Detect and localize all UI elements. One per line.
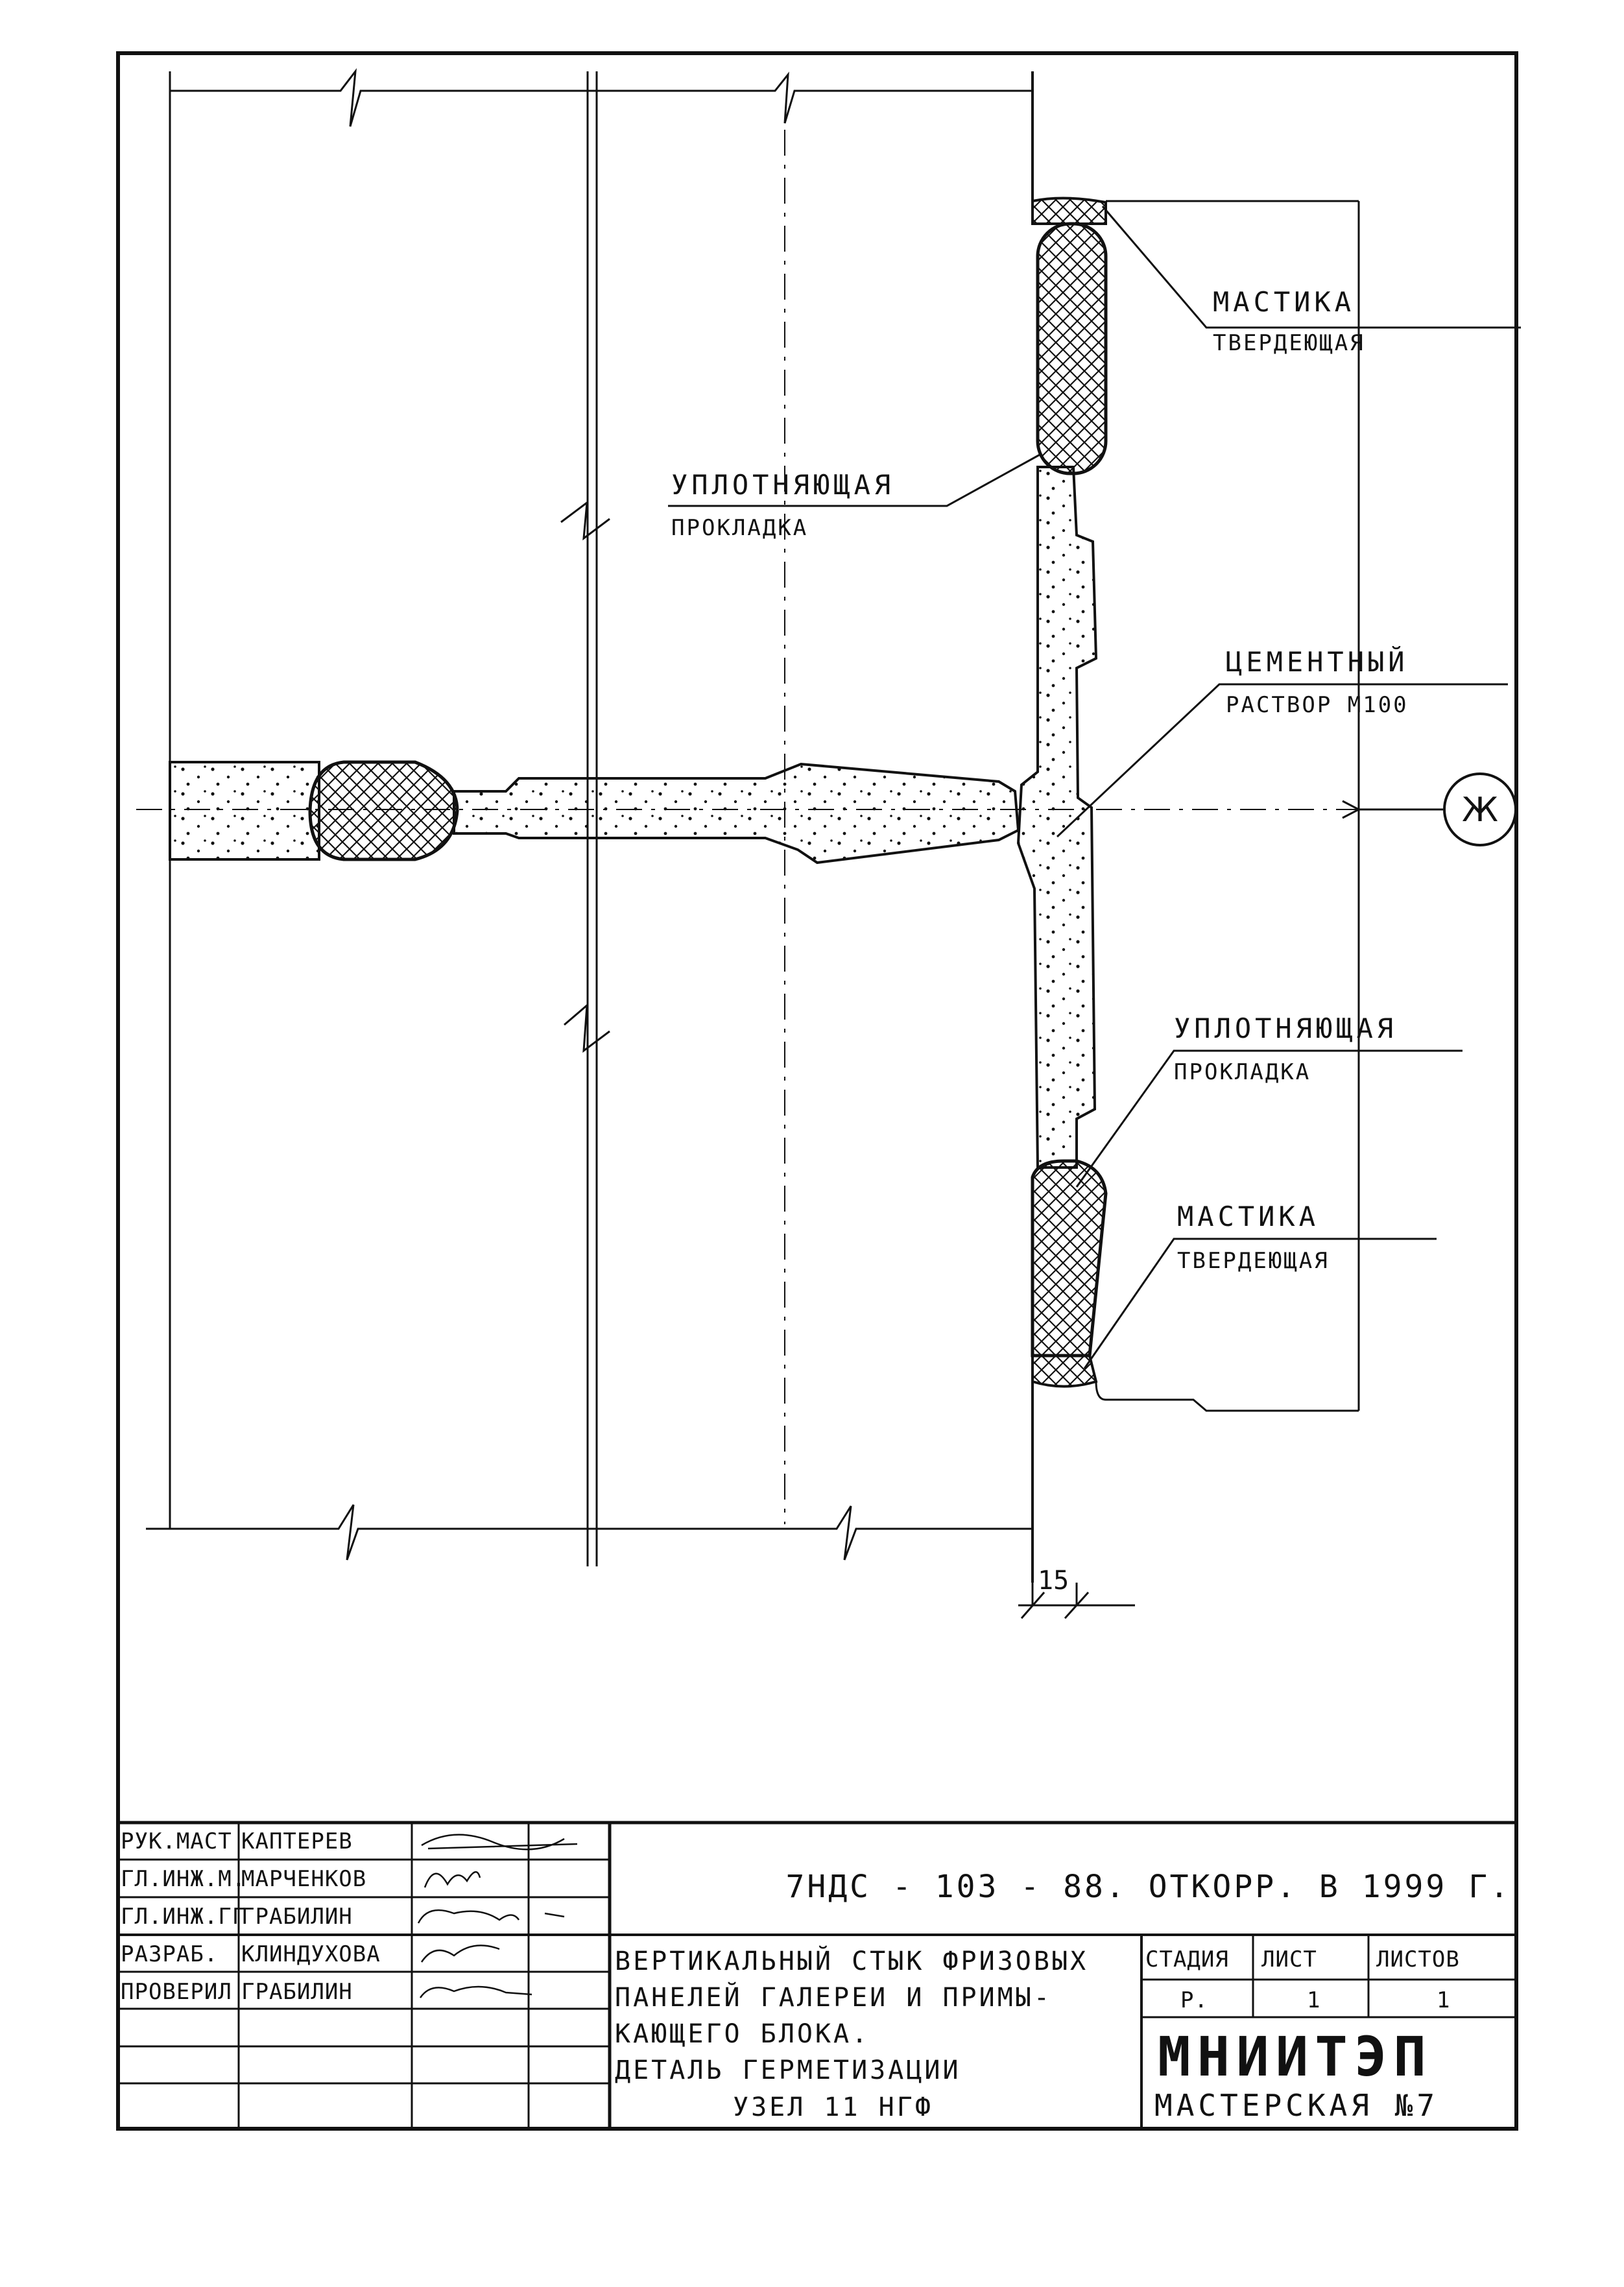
name-cell: КЛИНДУХОВА — [241, 1941, 381, 1967]
mastic-top — [1031, 197, 1107, 225]
horizontal-gasket — [308, 760, 459, 861]
name-cell: ГРАБИЛИН — [241, 1979, 353, 2005]
role-cell: ГЛ.ИНЖ.М. — [121, 1866, 246, 1892]
organization-workshop: МАСТЕРСКАЯ №7 — [1154, 2088, 1439, 2123]
leader-gasket-left — [668, 453, 1042, 507]
horizontal-mortar-block — [169, 761, 320, 861]
description-line: УЗЕЛ 11 НГФ — [733, 2092, 933, 2122]
description-line: ВЕРТИКАЛЬНЫЙ СТЫК ФРИЗОВЫХ — [615, 1945, 1088, 1976]
role-cell: РУК.МАСТ — [121, 1828, 232, 1854]
role-cell: РАЗРАБ. — [121, 1941, 218, 1967]
signature — [420, 1945, 500, 1963]
joint-detail-drawing — [136, 67, 1521, 1620]
description-line: ПАНЕЛЕЙ ГАЛЕРЕИ И ПРИМЫ- — [615, 1982, 1052, 2013]
wall-return-line — [1095, 1381, 1359, 1412]
name-cell: КАПТЕРЕВ — [241, 1828, 353, 1854]
name-cell: ГРАБИЛИН — [241, 1904, 353, 1930]
signature — [419, 1985, 532, 1998]
sheet-frame — [116, 51, 1518, 2131]
role-cell: ПРОВЕРИЛ — [121, 1979, 232, 2005]
dimension-tick — [1020, 1591, 1090, 1620]
leader-mastic-bottom — [1083, 1238, 1437, 1369]
dimension-value: 15 — [1038, 1566, 1069, 1596]
label-mortar: РАСТВОР М100 — [1226, 692, 1409, 718]
label-mortar: ЦЕМЕНТНЫЙ — [1226, 645, 1409, 678]
signature — [421, 1834, 578, 1850]
axis-marker-circle — [1443, 772, 1517, 846]
sheet-value: 1 — [1307, 1987, 1320, 2013]
break-mark — [560, 500, 610, 541]
description-line: КАЮЩЕГО БЛОКА. — [615, 2019, 870, 2049]
title-block-text: РУК.МАСТ КАПТЕРЕВ ГЛ.ИНЖ.М. МАРЧЕНКОВ ГЛ… — [121, 1828, 1511, 2123]
leader-mastic-top — [1101, 206, 1521, 329]
top-break-line — [170, 67, 1033, 127]
break-mark — [564, 1003, 610, 1053]
signature — [424, 1871, 481, 1888]
leader-mortar — [1056, 683, 1508, 838]
label-mastic-bottom: МАСТИКА — [1177, 1201, 1319, 1232]
horizontal-mortar-joint — [453, 762, 1020, 865]
label-mastic-top: ТВЕРДЕЮЩАЯ — [1213, 330, 1365, 356]
label-gasket-left: ПРОКЛАДКА — [671, 515, 808, 541]
sheets-header: ЛИСТОВ — [1376, 1946, 1460, 1972]
sheet-header: ЛИСТ — [1261, 1946, 1317, 1972]
stage-value: Р. — [1180, 1987, 1208, 2013]
name-cell: МАРЧЕНКОВ — [241, 1866, 366, 1892]
gasket-bottom — [1031, 1159, 1108, 1358]
label-gasket-bottom: УПЛОТНЯЮЩАЯ — [1174, 1012, 1397, 1044]
role-cell: ГЛ.ИНЖ.ГГ — [121, 1904, 246, 1930]
mastic-bottom — [1031, 1354, 1098, 1388]
drawing-labels: МАСТИКА ТВЕРДЕЮЩАЯ УПЛОТНЯЮЩАЯ ПРОКЛАДКА… — [671, 286, 1498, 1596]
label-mastic-bottom: ТВЕРДЕЮЩАЯ — [1177, 1248, 1330, 1274]
label-mastic-top: МАСТИКА — [1213, 286, 1355, 318]
stage-header: СТАДИЯ — [1145, 1946, 1229, 1972]
signature — [417, 1909, 565, 1924]
description-line: ДЕТАЛЬ ГЕРМЕТИЗАЦИИ — [615, 2055, 961, 2085]
label-gasket-left: УПЛОТНЯЮЩАЯ — [671, 469, 894, 501]
axis-marker-label: Ж — [1462, 791, 1498, 830]
sheets-value: 1 — [1437, 1987, 1450, 2013]
title-block — [118, 1821, 1516, 2129]
document-code: 7НДС - 103 - 88. ОТКОРР. В 1999 Г. — [785, 1869, 1511, 1905]
organization-name: МНИИТЭП — [1158, 2025, 1433, 2089]
bottom-break-line — [146, 1504, 1033, 1561]
mortar-joint-vertical — [1016, 466, 1098, 1169]
label-gasket-bottom: ПРОКЛАДКА — [1174, 1059, 1311, 1085]
gasket-top — [1036, 222, 1108, 475]
leader-gasket-bottom — [1075, 1049, 1463, 1188]
